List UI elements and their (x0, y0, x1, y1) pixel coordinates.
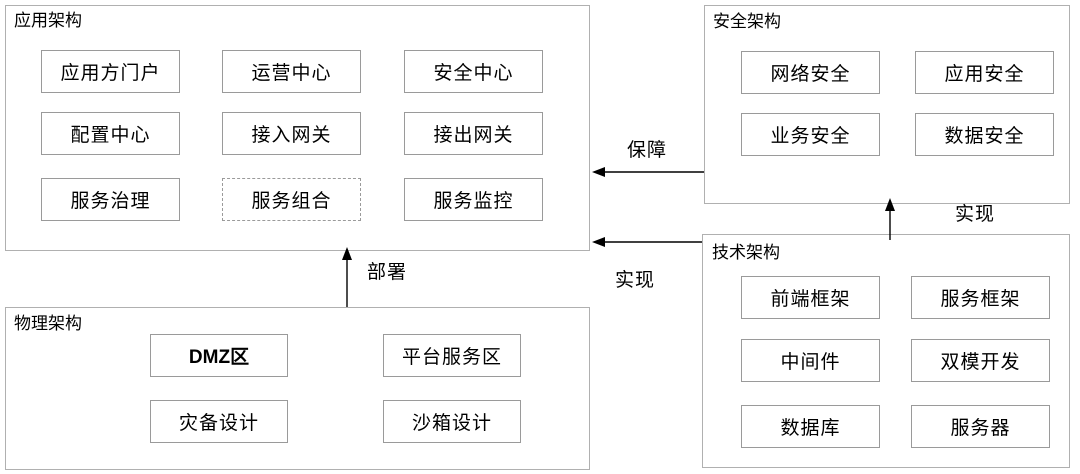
node-service-monitoring[interactable]: 服务监控 (404, 178, 543, 221)
panel-physical-architecture[interactable] (5, 307, 590, 470)
node-security-center[interactable]: 安全中心 (404, 50, 543, 93)
node-operation-center[interactable]: 运营中心 (222, 50, 361, 93)
node-service-composition[interactable]: 服务组合 (222, 178, 361, 221)
node-service-framework[interactable]: 服务框架 (911, 276, 1050, 319)
panel-title-physical-architecture: 物理架构 (14, 314, 82, 333)
node-sandbox-design[interactable]: 沙箱设计 (383, 400, 521, 443)
node-data-security[interactable]: 数据安全 (915, 113, 1054, 156)
node-database[interactable]: 数据库 (741, 405, 880, 448)
node-server[interactable]: 服务器 (911, 405, 1050, 448)
node-ingress-gateway[interactable]: 接入网关 (222, 112, 361, 155)
node-application-portal[interactable]: 应用方门户 (41, 50, 180, 93)
panel-title-application-architecture: 应用架构 (14, 11, 82, 30)
node-disaster-recovery-design[interactable]: 灾备设计 (150, 400, 288, 443)
connector-technical-to-security (885, 198, 895, 240)
node-bimodal-development[interactable]: 双模开发 (911, 339, 1050, 382)
node-business-security[interactable]: 业务安全 (741, 113, 880, 156)
connector-label-bushu: 部署 (367, 262, 408, 283)
panel-title-technical-architecture: 技术架构 (712, 243, 780, 262)
node-middleware[interactable]: 中间件 (741, 339, 880, 382)
node-config-center[interactable]: 配置中心 (41, 112, 180, 155)
node-platform-service-zone[interactable]: 平台服务区 (383, 334, 521, 377)
node-frontend-framework[interactable]: 前端框架 (741, 276, 880, 319)
connector-label-shixian-security: 实现 (955, 204, 996, 225)
node-application-security[interactable]: 应用安全 (915, 51, 1054, 94)
connector-security-to-application (592, 167, 704, 177)
panel-title-security-architecture: 安全架构 (713, 12, 781, 31)
node-network-security[interactable]: 网络安全 (741, 51, 880, 94)
connector-technical-to-application (592, 237, 702, 247)
node-egress-gateway[interactable]: 接出网关 (404, 112, 543, 155)
panel-security-architecture[interactable] (704, 5, 1070, 204)
connector-physical-to-application (342, 247, 352, 307)
node-dmz-zone[interactable]: DMZ区 (150, 334, 288, 377)
connector-label-shixian-application: 实现 (615, 270, 656, 291)
connector-label-baozhang: 保障 (627, 140, 668, 161)
node-service-governance[interactable]: 服务治理 (41, 178, 180, 221)
